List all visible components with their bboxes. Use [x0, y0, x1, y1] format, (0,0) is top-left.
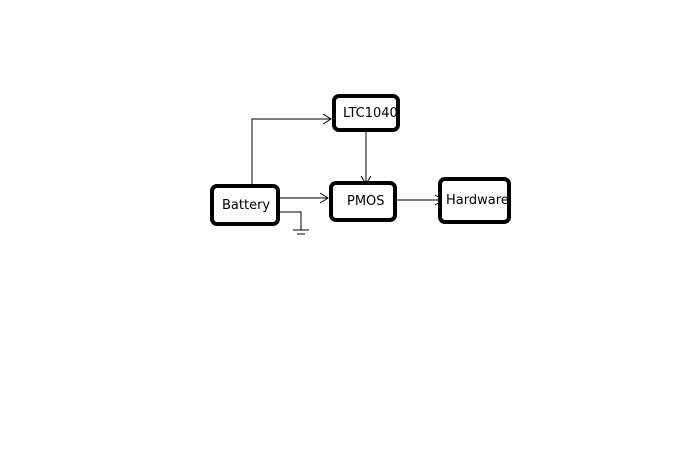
pmos-block: PMOS: [329, 181, 397, 222]
edge-battery-to-pmos: [280, 192, 329, 204]
edge-pmos-to-hardware: [397, 194, 444, 206]
ltc1040-block: LTC1040: [332, 94, 400, 132]
ltc1040-label: LTC1040: [343, 105, 398, 121]
hardware-label: Hardware: [446, 193, 509, 208]
ground-icon: [280, 211, 309, 235]
battery-label: Battery: [222, 197, 271, 213]
edge-ltc1040-to-pmos: [360, 132, 372, 185]
edge-battery-to-ltc1040: [251, 113, 332, 184]
battery-block: Battery: [210, 184, 280, 226]
pmos-label: PMOS: [347, 194, 385, 209]
hardware-block: Hardware: [438, 177, 511, 224]
